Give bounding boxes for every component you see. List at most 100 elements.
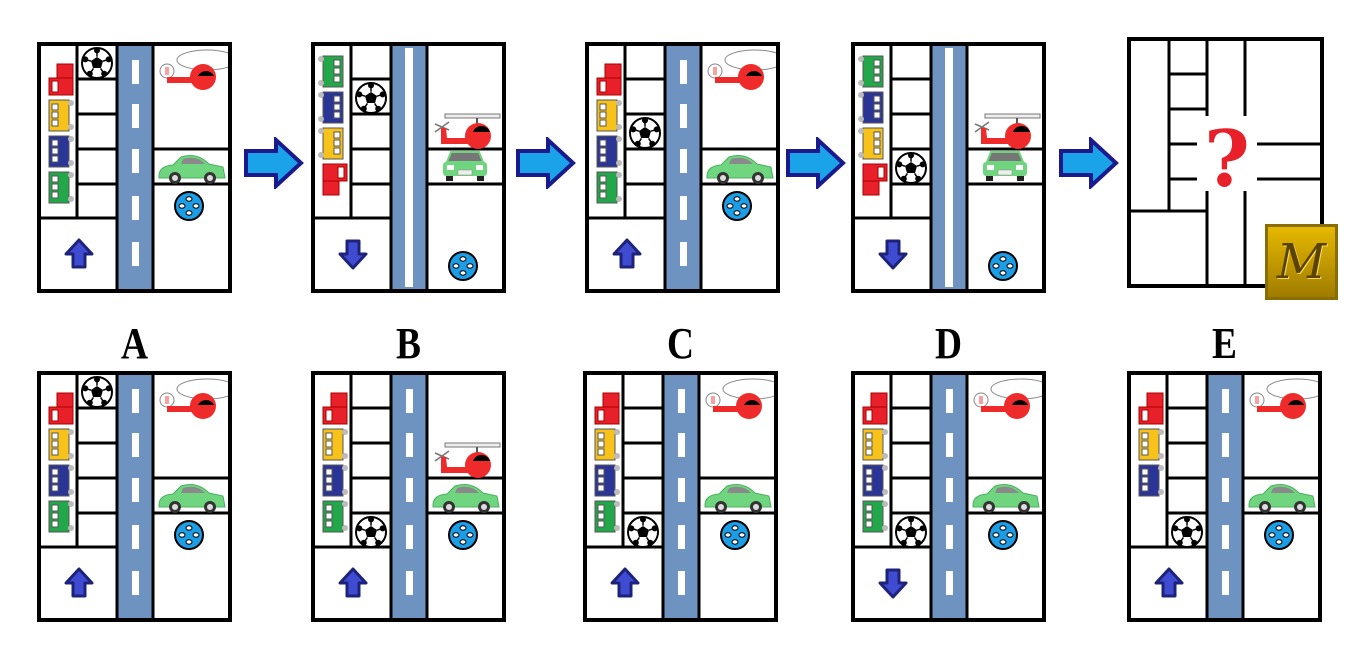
soccer-ball-icon <box>81 47 113 79</box>
up-arrow-icon <box>64 238 94 269</box>
helicopter-icon <box>159 378 228 419</box>
soccer-ball-icon <box>627 516 659 548</box>
train-engine-icon <box>1138 392 1164 425</box>
train-car-icon <box>596 135 622 168</box>
train-engine-icon <box>48 63 74 96</box>
blue-ball-icon <box>448 251 478 281</box>
helicopter-icon <box>434 442 501 478</box>
train-car-icon <box>318 55 344 88</box>
road-line <box>405 48 413 287</box>
down-arrow-icon <box>878 239 908 270</box>
helicopter-icon <box>159 49 228 90</box>
train-engine-icon <box>322 163 348 196</box>
down-arrow-icon <box>878 568 908 599</box>
helicopter-icon <box>973 378 1042 419</box>
up-arrow-icon <box>612 238 642 269</box>
road-dash <box>946 571 953 595</box>
train-car-icon <box>322 500 348 533</box>
panel-drawing <box>41 375 228 618</box>
helicopter-icon <box>707 49 776 90</box>
road-dash <box>946 525 953 549</box>
road-dash <box>678 478 685 502</box>
grid-lines <box>41 46 228 289</box>
soccer-ball-icon <box>629 117 661 149</box>
brand-logo: M <box>1265 224 1338 300</box>
train-engine-icon <box>322 392 348 425</box>
car-icon <box>1248 484 1316 513</box>
option-panel-d[interactable] <box>851 371 1046 622</box>
car-icon <box>704 484 772 513</box>
road-dash <box>1222 433 1229 457</box>
train-car-icon <box>594 500 620 533</box>
soccer-ball-icon <box>355 516 387 548</box>
option-panel-e[interactable] <box>1127 371 1322 622</box>
grid-lines <box>1131 375 1318 618</box>
road-dash <box>946 433 953 457</box>
road-dash <box>132 433 139 457</box>
train-car-icon <box>322 428 348 461</box>
up-arrow-icon <box>1154 567 1184 598</box>
panel-drawing <box>1131 375 1318 618</box>
road-dash <box>132 478 139 502</box>
train-car-icon <box>862 428 888 461</box>
road-dash <box>680 196 687 220</box>
helicopter-icon <box>434 113 501 149</box>
grid-lines <box>315 375 502 618</box>
car-icon <box>158 484 226 513</box>
blue-ball-icon <box>722 191 752 221</box>
road-dash <box>132 525 139 549</box>
blue-ball-icon <box>448 520 478 550</box>
road-dash <box>678 525 685 549</box>
train-car-icon <box>48 171 74 204</box>
train-car-icon <box>862 500 888 533</box>
road-dash <box>678 433 685 457</box>
option-label-c: C <box>666 319 695 368</box>
road-dash <box>1222 525 1229 549</box>
next-arrow-icon <box>516 137 576 189</box>
road-dash <box>680 242 687 266</box>
road-line <box>945 48 953 287</box>
road-dash <box>132 571 139 595</box>
road-dash <box>406 433 413 457</box>
soccer-ball-icon <box>355 82 387 114</box>
option-panel-a[interactable] <box>37 371 232 622</box>
train-engine-icon <box>862 163 888 196</box>
helicopter-icon <box>974 113 1041 149</box>
down-arrow-icon <box>338 239 368 270</box>
road-dash <box>132 389 139 413</box>
helicopter-icon <box>705 378 774 419</box>
road-dash <box>1222 571 1229 595</box>
road-dash <box>132 149 139 173</box>
sequence-panel-2 <box>311 42 506 293</box>
panel-drawing <box>855 46 1042 289</box>
train-car-icon <box>858 127 884 160</box>
train-car-icon <box>594 464 620 497</box>
road-dash <box>406 525 413 549</box>
train-car-icon <box>48 99 74 132</box>
soccer-ball-icon <box>895 516 927 548</box>
option-label-a: A <box>120 319 149 368</box>
train-car-icon <box>48 428 74 461</box>
sequence-panel-1 <box>37 42 232 293</box>
train-car-icon <box>318 127 344 160</box>
option-label-b: B <box>396 319 421 368</box>
road-dash <box>1222 389 1229 413</box>
sequence-panel-3 <box>585 42 780 293</box>
train-engine-icon <box>48 392 74 425</box>
option-panel-b[interactable] <box>311 371 506 622</box>
panel-drawing <box>589 46 776 289</box>
helicopter-icon <box>1249 378 1318 419</box>
option-label-d: D <box>934 319 963 368</box>
next-arrow-icon <box>244 137 304 189</box>
road-dash <box>678 389 685 413</box>
train-car-icon <box>858 91 884 124</box>
option-panel-c[interactable] <box>583 371 778 622</box>
car-icon <box>432 484 500 513</box>
blue-ball-icon <box>988 251 1018 281</box>
road-dash <box>680 104 687 128</box>
road-dash <box>132 60 139 84</box>
train-car-icon <box>1138 428 1164 461</box>
car-icon <box>158 155 226 184</box>
blue-ball-icon <box>174 191 204 221</box>
road-dash <box>1222 478 1229 502</box>
